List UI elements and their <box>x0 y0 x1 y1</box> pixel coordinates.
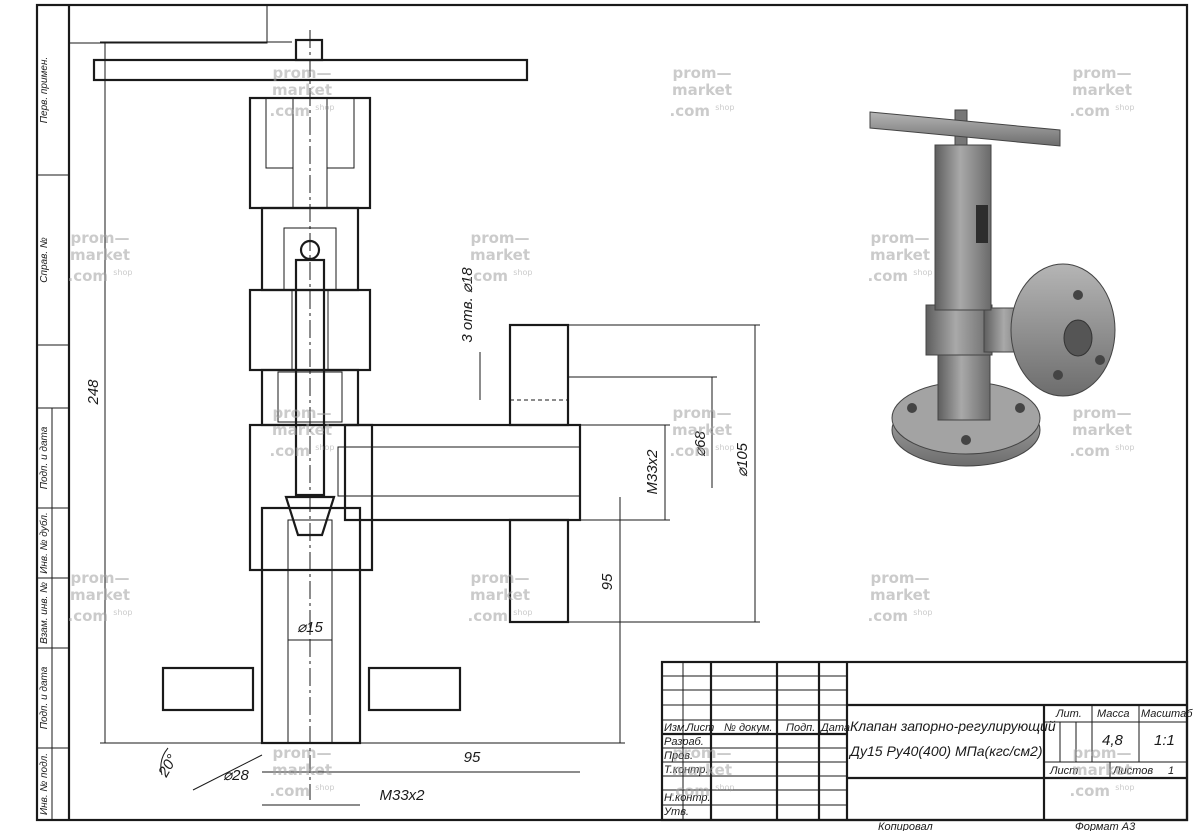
tb-role-developer: Разраб. <box>664 736 704 748</box>
side-cell-4: Взам. инв. № <box>39 582 50 644</box>
tb-head-docnum: № докум. <box>724 722 772 734</box>
tb-sheet-label: Лист <box>1049 765 1078 777</box>
tb-lit-label: Лит. <box>1055 708 1082 720</box>
tb-sheets-label: Листов <box>1112 765 1153 777</box>
tb-role-tcontrol: Т.контр. <box>664 764 708 776</box>
dim-bottom-dia: ⌀28 <box>223 767 249 784</box>
tb-title-line2: Ду15 Ру40(400) МПа(кгс/см2) <box>848 743 1043 759</box>
tb-role-ncontrol: Н.контр. <box>664 792 711 804</box>
tb-head-sign: Подп. <box>786 722 815 734</box>
tb-title-line1: Клапан запорно-регулирующий <box>850 718 1056 734</box>
side-cell-3: Инв. № дубл. <box>38 512 50 574</box>
dim-bottom-thread: M33x2 <box>379 787 425 804</box>
dim-bore: ⌀15 <box>297 619 323 636</box>
side-cell-6: Инв. № подл. <box>39 753 50 815</box>
dim-chamfer-angle: 20° <box>155 752 182 781</box>
title-block: Изм. Лист № докум. Подп. Дата Разраб. Пр… <box>660 660 1193 831</box>
tb-copied: Копировал <box>878 821 933 831</box>
tb-sheets-count: 1 <box>1168 765 1174 777</box>
tb-format: Формат А3 <box>1075 821 1136 831</box>
sheet-frame <box>35 3 1189 822</box>
side-cell-5: Подп. и дата <box>39 666 50 729</box>
dim-holes: 3 отв. ⌀18 <box>459 267 476 343</box>
dim-overall-height: 248 <box>85 379 102 406</box>
tb-mass-label: Масса <box>1097 708 1130 720</box>
side-cell-2: Подп. и дата <box>39 426 50 489</box>
side-cell-1: Справ. № <box>39 237 50 283</box>
valve-section-view <box>92 30 582 800</box>
dim-bottom-length: 95 <box>464 749 481 766</box>
tb-role-checked: Пров. <box>664 750 693 762</box>
tb-head-list: Лист <box>685 722 714 734</box>
tb-mass: 4,8 <box>1102 732 1124 749</box>
top-stamp-box <box>68 4 268 44</box>
dim-bolt-circle: ⌀68 <box>692 430 709 456</box>
side-cell-0: Перв. примен. <box>39 57 50 123</box>
tb-head-izm: Изм. <box>664 722 687 734</box>
tb-role-approved: Утв. <box>663 806 689 818</box>
dim-flange-outer: ⌀105 <box>734 442 751 477</box>
valve-3d-view <box>869 109 1116 467</box>
tb-head-date: Дата <box>819 722 850 734</box>
dim-side-thread: M33x2 <box>644 449 661 495</box>
dimension-lines: 248 3 отв. ⌀18 ⌀105 ⌀68 M33x2 95 ⌀15 20°… <box>85 41 760 806</box>
dim-side-height: 95 <box>599 573 616 590</box>
tb-scale: 1:1 <box>1154 732 1175 749</box>
side-stamp: Перв. примен. Справ. № Подп. и дата Инв.… <box>37 57 69 820</box>
tb-scale-label: Масштаб <box>1141 708 1193 720</box>
